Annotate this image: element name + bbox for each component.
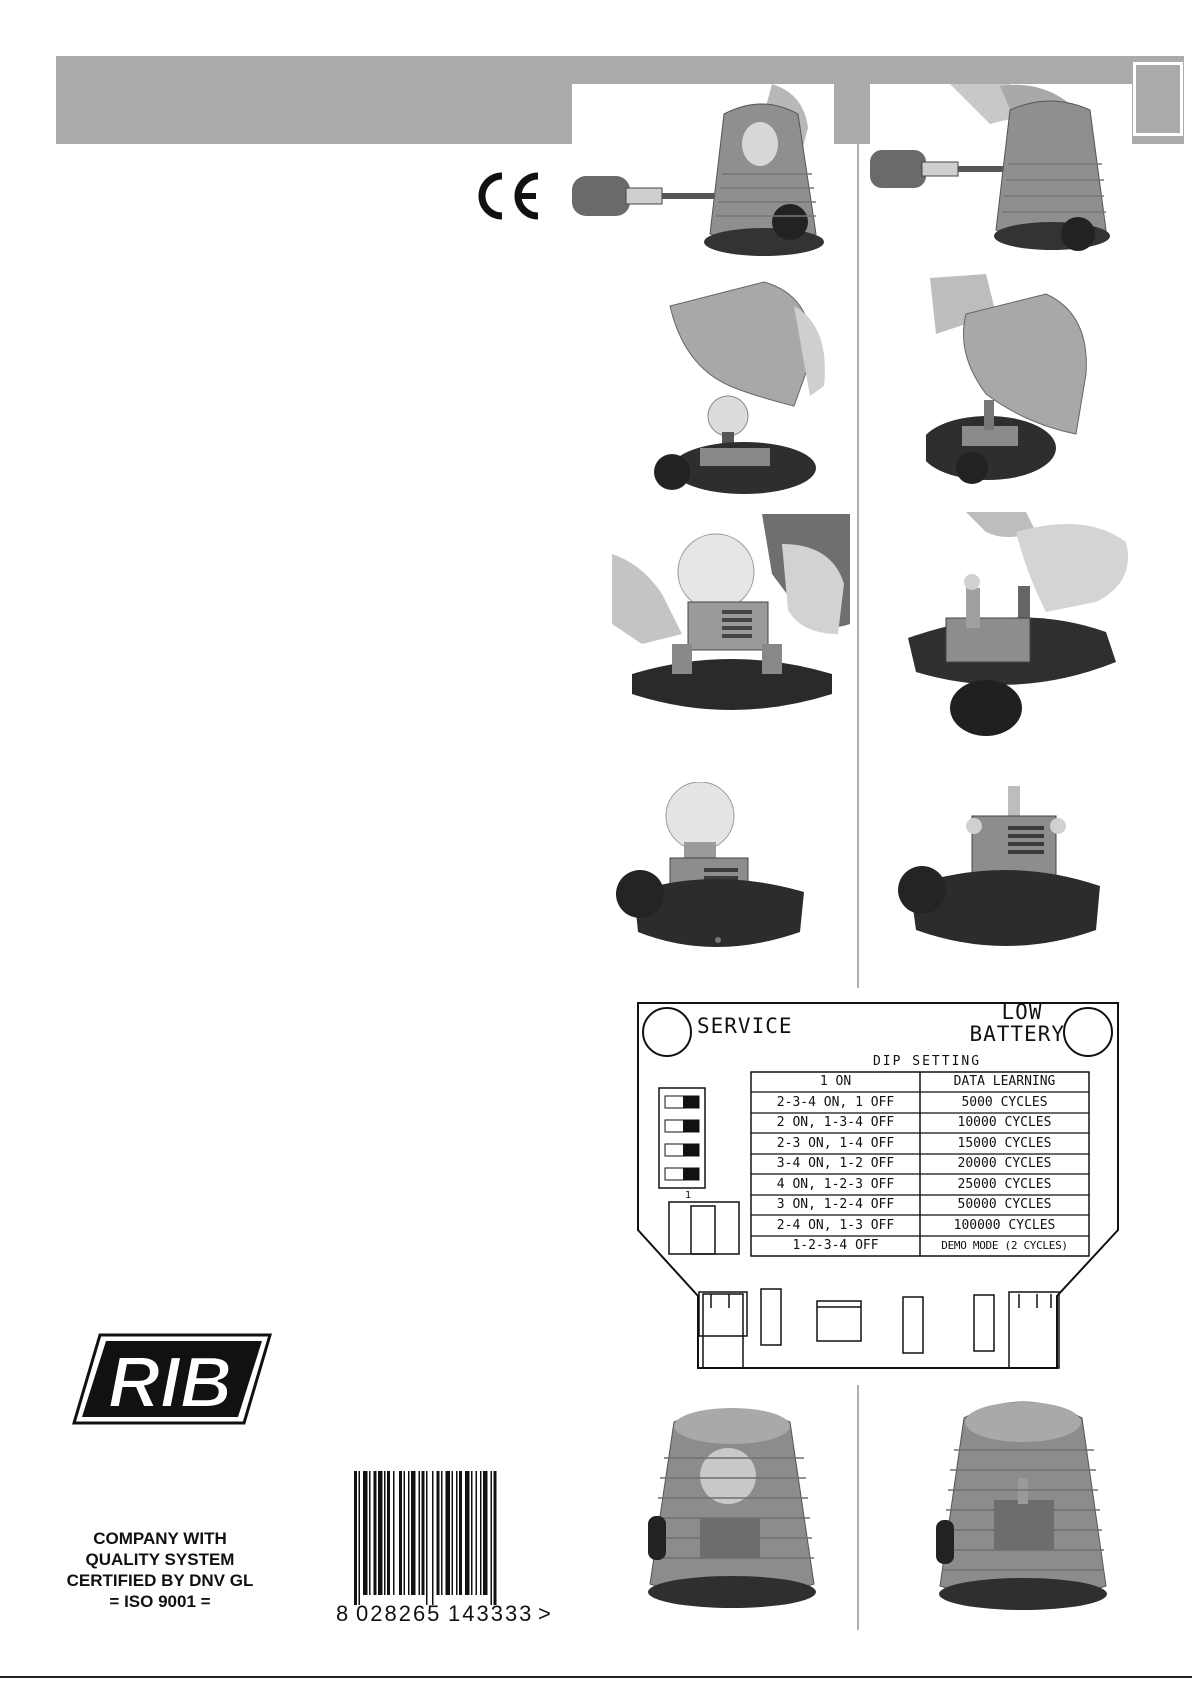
cert-line4: = ISO 9001 = (109, 1592, 211, 1611)
photo-final-right (934, 1390, 1112, 1614)
table-cell-value: 25000 CYCLES (957, 1177, 1052, 1192)
low-battery-label-line2: BATTERY (969, 1022, 1065, 1046)
rib-logo: RIB (71, 1333, 273, 1425)
barcode-digits-left: 028265 (356, 1601, 442, 1626)
table-cell-value: DATA LEARNING (953, 1074, 1056, 1089)
table-row: 4 ON, 1-2-3 OFF 25000 CYCLES (751, 1174, 1089, 1195)
table-row: 2-3-4 ON, 1 OFF 5000 CYCLES (751, 1092, 1089, 1113)
photo-final-left (644, 1398, 820, 1610)
certification-text: COMPANY WITH QUALITY SYSTEM CERTIFIED BY… (40, 1528, 280, 1612)
table-cell-value: 100000 CYCLES (953, 1218, 1056, 1233)
table-row: 3 ON, 1-2-4 OFF 50000 CYCLES (751, 1195, 1089, 1215)
table-cell-setting: 2-3-4 ON, 1 OFF (776, 1095, 895, 1110)
ce-mark-icon (478, 172, 539, 220)
table-cell-setting: 2-3 ON, 1-4 OFF (776, 1136, 895, 1151)
low-battery-label-line1: LOW (1001, 1000, 1043, 1024)
barcode-bars (354, 1471, 497, 1605)
table-cell-setting: 1 ON (819, 1074, 852, 1089)
dip-setting-panel: SERVICE LOW BATTERY DIP SETTING 1 1 ON D… (637, 1000, 1119, 1370)
table-cell-value: DEMO MODE (2 CYCLES) (941, 1239, 1068, 1252)
photo-step3-left (612, 514, 850, 726)
column-divider-top (857, 144, 859, 988)
dip-switch-block (658, 1087, 706, 1189)
table-row: 2-4 ON, 1-3 OFF 100000 CYCLES (751, 1215, 1089, 1236)
table-cell-value: 15000 CYCLES (957, 1136, 1052, 1151)
barcode-digits-right: 143333 (448, 1601, 534, 1626)
table-cell-value: 20000 CYCLES (957, 1156, 1052, 1171)
dip-setting-title: DIP SETTING (872, 1054, 982, 1069)
photo-step4-left (614, 782, 814, 958)
dip-table: 1 ON DATA LEARNING 2-3-4 ON, 1 OFF 5000 … (751, 1072, 1089, 1256)
table-cell-setting: 3-4 ON, 1-2 OFF (776, 1156, 895, 1171)
photo-step1-right (870, 84, 1132, 260)
barcode: 8 028265 143333 > (336, 1471, 556, 1631)
table-row: 1-2-3-4 OFF DEMO MODE (2 CYCLES) (751, 1236, 1089, 1256)
table-cell-value: 10000 CYCLES (957, 1115, 1052, 1130)
column-divider-bottom (857, 1385, 859, 1630)
photo-step4-right (896, 782, 1104, 958)
table-row: 2-3 ON, 1-4 OFF 15000 CYCLES (751, 1133, 1089, 1154)
low-battery-led-icon (1063, 1007, 1113, 1057)
cert-line3: CERTIFIED BY DNV GL (66, 1571, 254, 1590)
table-row: 1 ON DATA LEARNING (751, 1072, 1089, 1092)
barcode-digit-first: 8 (336, 1601, 351, 1626)
photo-step2-right (926, 274, 1098, 500)
table-cell-setting: 1-2-3-4 OFF (792, 1238, 879, 1253)
table-cell-value: 5000 CYCLES (961, 1095, 1048, 1110)
photo-step3-right (906, 512, 1138, 740)
table-cell-setting: 3 ON, 1-2-4 OFF (776, 1197, 895, 1212)
ce-mark (472, 170, 544, 222)
dip-number-label: 1 (685, 1190, 692, 1201)
dip-switch-icons (664, 1095, 700, 1181)
pcb-outline (637, 1002, 1119, 1369)
service-led-icon (642, 1007, 692, 1057)
pcb-components (698, 1288, 1060, 1369)
photo-step1-left (572, 84, 834, 260)
service-label: SERVICE (697, 1014, 793, 1038)
table-row: 3-4 ON, 1-2 OFF 20000 CYCLES (751, 1154, 1089, 1174)
table-cell-value: 50000 CYCLES (957, 1197, 1052, 1212)
table-cell-setting: 4 ON, 1-2-3 OFF (776, 1177, 895, 1192)
barcode-arrow: > (538, 1601, 553, 1626)
photo-step2-left (644, 276, 844, 498)
language-box (1133, 62, 1183, 136)
cert-line1: COMPANY WITH (93, 1529, 227, 1548)
logo-text: RIB (108, 1343, 232, 1423)
table-row: 2 ON, 1-3-4 OFF 10000 CYCLES (751, 1113, 1089, 1133)
page-bottom-rule (0, 1676, 1192, 1678)
table-cell-setting: 2 ON, 1-3-4 OFF (776, 1115, 895, 1130)
cert-line2: QUALITY SYSTEM (85, 1550, 235, 1569)
table-cell-setting: 2-4 ON, 1-3 OFF (776, 1218, 895, 1233)
